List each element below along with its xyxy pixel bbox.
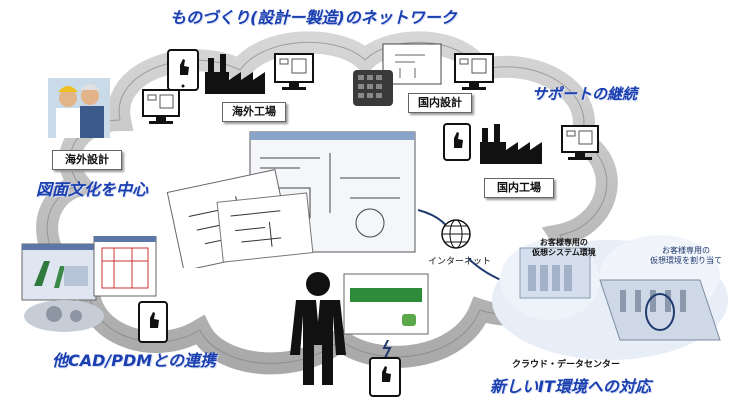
factory-icon <box>205 54 265 94</box>
lightning-icon <box>382 340 392 361</box>
private-env-label: お客様専用の 仮想システム環境 <box>532 238 596 257</box>
green-banner <box>350 288 422 302</box>
heading-support: サポートの継続 <box>532 85 638 103</box>
monitor-icon <box>561 125 599 160</box>
overseas-factory-group <box>167 49 314 94</box>
label-domestic-factory: 国内工場 <box>484 178 554 198</box>
factory-icon <box>480 124 542 164</box>
cad-drawings-collage <box>166 131 416 268</box>
screen-panel <box>343 273 429 335</box>
label-domestic-design: 国内設計 <box>408 93 472 113</box>
heading-cad-pdm: 他CAD/PDMとの連携 <box>52 351 217 370</box>
internet-node <box>418 209 471 249</box>
heading-drawing-culture: 図面文化を中心 <box>36 180 149 199</box>
tablet-icon <box>167 49 199 91</box>
tablet-icon <box>138 301 168 343</box>
label-overseas-factory: 海外工場 <box>222 102 286 122</box>
cloud-datacenter <box>492 235 728 360</box>
server-floor <box>599 279 721 341</box>
person-icon <box>290 272 346 385</box>
highlight-ring <box>645 293 675 331</box>
monitor-icon <box>142 89 180 124</box>
domestic-factory-group <box>443 123 599 164</box>
monitor-icon <box>454 53 494 90</box>
heading-network: ものづくり(設計ー製造)のネットワーク <box>170 8 457 27</box>
domestic-design-group <box>353 43 494 106</box>
machine-part <box>24 300 104 332</box>
tablet-icon <box>443 123 471 161</box>
label-overseas-design: 海外設計 <box>52 150 122 170</box>
heading-new-it: 新しいIT環境への対応 <box>490 377 651 396</box>
monitor-icon <box>274 53 314 90</box>
private-assign-label: お客様専用の 仮想環境を割り当て <box>650 246 722 265</box>
cad-screens-group <box>21 236 157 332</box>
globe-icon <box>441 219 471 249</box>
overseas-design-group <box>48 78 180 138</box>
cloud-dc-label: クラウド・データセンター <box>512 360 621 370</box>
tablet-with-lightning <box>369 340 401 397</box>
cad-window <box>93 236 157 297</box>
internet-label: インターネット <box>428 257 492 267</box>
